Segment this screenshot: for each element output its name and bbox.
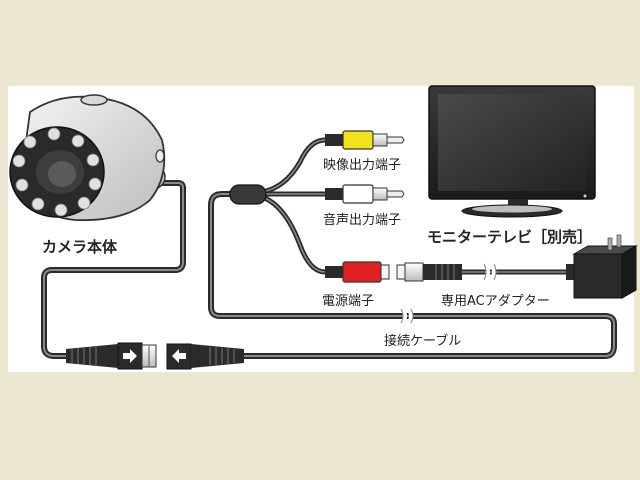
monitor-tv [428,85,596,218]
label-cable: 接続ケーブル [384,333,461,349]
audio-plug [325,184,405,204]
label-ac-adapter: 専用ACアダプター [441,294,550,309]
cable-connector-male [66,342,157,370]
label-power-terminal: 電源端子 [322,294,374,309]
ac-adapter [566,234,638,299]
label-monitor: モニターテレビ［別売］ [427,228,592,246]
label-video-terminal: 映像出力端子 [323,158,401,173]
label-camera: カメラ本体 [42,238,118,256]
adapter-plug [396,262,462,282]
label-audio-terminal: 音声出力端子 [323,212,401,228]
cable-break-marks [401,263,496,324]
video-plug [325,130,405,150]
video-branch [259,137,328,195]
right-arrow-icon [123,349,137,363]
power-branch [259,194,328,275]
cable-splitter [229,184,267,205]
cable-connector-female [166,343,244,370]
power-plug [325,261,462,283]
left-arrow-icon [172,349,186,363]
ir-led-ring [12,127,102,217]
camera-body [9,94,166,222]
